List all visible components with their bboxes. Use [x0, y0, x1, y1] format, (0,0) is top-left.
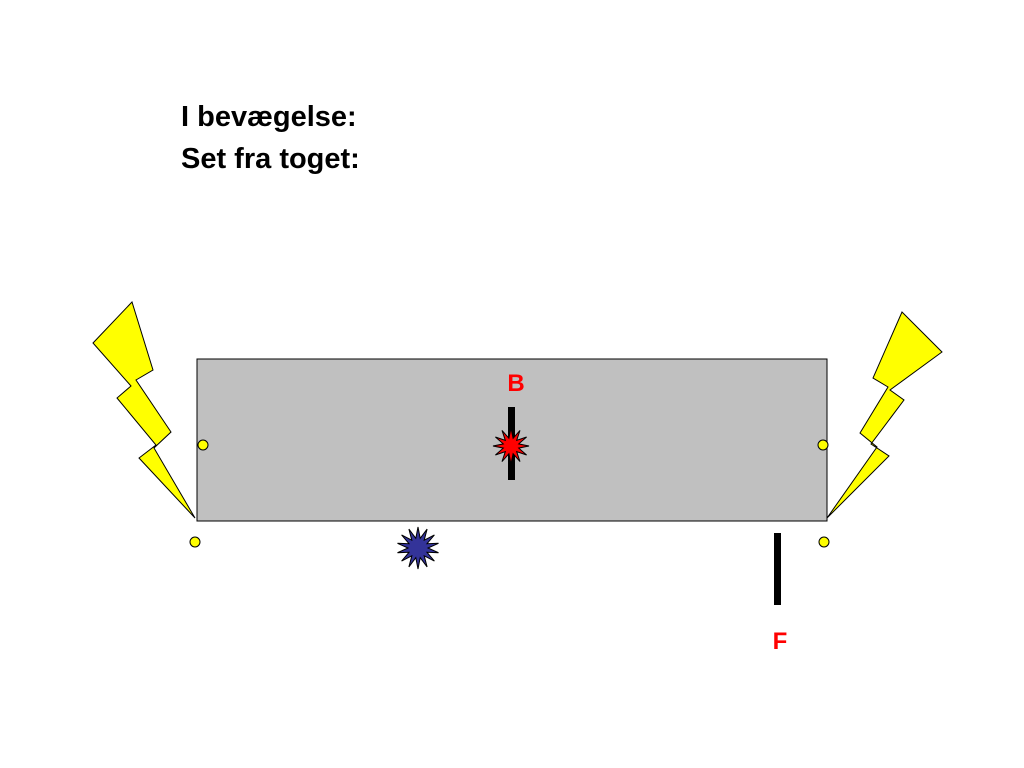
heading: I bevægelse: Set fra toget: [181, 96, 360, 180]
ground-marker-left [189, 536, 201, 548]
observer-f-bar [774, 533, 781, 605]
train-marker-left [197, 439, 209, 451]
observer-b-label: B [507, 370, 524, 397]
lightning-bolt-right-icon [826, 311, 943, 519]
train-marker-right [817, 439, 829, 451]
ground-marker-right [818, 536, 830, 548]
observer-f-label: F [773, 628, 788, 655]
blue-flash-icon [397, 526, 439, 570]
red-flash-icon [492, 427, 530, 465]
heading-line-1: I bevægelse: [181, 101, 357, 133]
lightning-bolt-left-icon [92, 301, 196, 519]
heading-line-2: Set fra toget: [181, 143, 360, 175]
